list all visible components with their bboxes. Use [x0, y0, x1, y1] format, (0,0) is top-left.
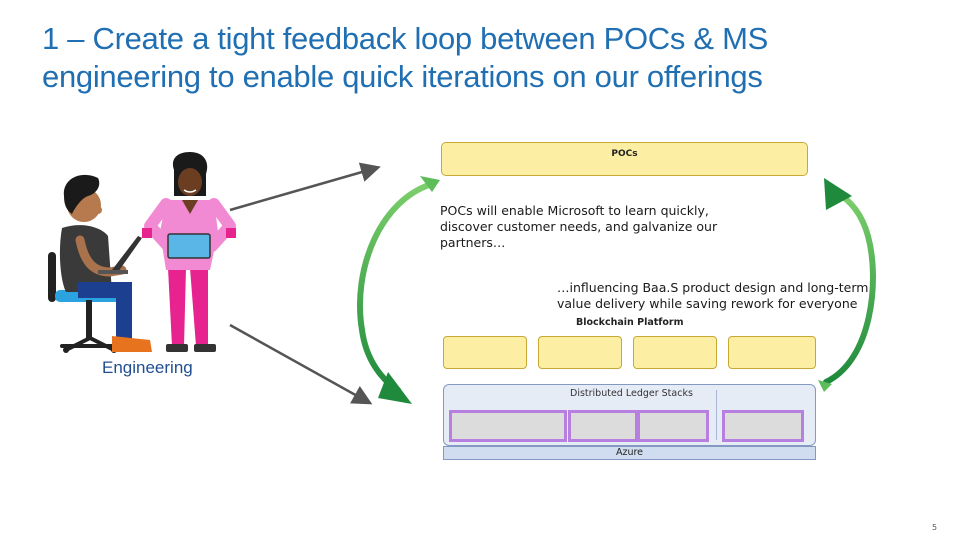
- platform-block-2: [538, 336, 622, 369]
- title-line-1: 1 – Create a tight feedback loop between…: [42, 21, 768, 56]
- platform-block-4: [728, 336, 816, 369]
- slide-title: 1 – Create a tight feedback loop between…: [42, 20, 942, 96]
- blockchain-platform-label: Blockchain Platform: [576, 317, 684, 328]
- azure-bar: Azure: [443, 446, 816, 460]
- platform-block-1: [443, 336, 527, 369]
- poc-figure: [142, 152, 236, 352]
- ledger-stack-label: Distributed Ledger Stacks: [570, 388, 693, 399]
- stack-divider: [716, 390, 717, 440]
- connector-arrow-top: [229, 162, 381, 212]
- ledger-block-4: [722, 410, 804, 442]
- page-number: 5: [932, 523, 938, 532]
- title-line-2: engineering to enable quick iterations o…: [42, 59, 763, 94]
- feedback-arrow-right: [818, 178, 876, 392]
- pocs-box: POCs: [441, 142, 808, 176]
- feedback-arrow-left: [357, 176, 440, 404]
- platform-block-3: [633, 336, 717, 369]
- ledger-block-1: [449, 410, 567, 442]
- connector-arrow-bottom: [229, 323, 373, 405]
- engineer-figure: [48, 174, 152, 353]
- ledger-block-3: [637, 410, 709, 442]
- influence-note: …influencing Baa.S product design and lo…: [557, 280, 869, 311]
- ledger-block-2: [568, 410, 638, 442]
- poc-benefit-note: POCs will enable Microsoft to learn quic…: [440, 203, 718, 250]
- engineering-label: Engineering: [102, 358, 193, 377]
